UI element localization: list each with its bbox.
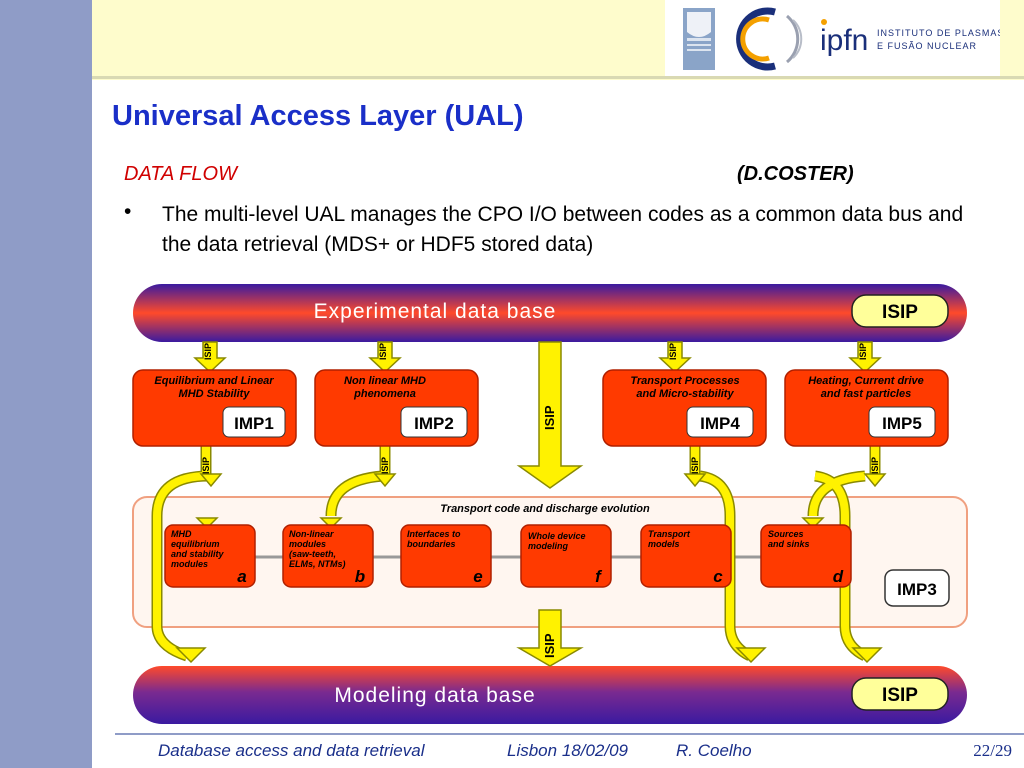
svg-text:MHD Stability: MHD Stability — [179, 388, 251, 400]
ipfn-wordmark: ipfn — [820, 24, 868, 57]
footer-author: R. Coelho — [676, 741, 752, 760]
ist-logo — [683, 8, 715, 70]
imp1-tag: IMP1 — [234, 414, 274, 433]
ipfn-dot — [821, 19, 827, 25]
letter-b: b — [355, 567, 365, 586]
svg-text:phenomena: phenomena — [353, 388, 416, 400]
svg-text:(saw-teeth,: (saw-teeth, — [289, 549, 336, 559]
modeling-database-bus: Modeling data base ISIP — [133, 666, 967, 724]
sub-module-d: Sources and sinks d — [760, 524, 852, 588]
isip-tag-2b: ISIP — [380, 457, 390, 474]
top-isip-badge — [851, 294, 949, 328]
experimental-database-bus: Experimental data base ISIP — [133, 284, 967, 342]
sidebar-band — [0, 0, 92, 768]
imp4-tag: IMP4 — [700, 414, 740, 433]
central-isip-top: ISIP — [542, 405, 557, 430]
imp2-tag: IMP2 — [414, 414, 454, 433]
isip-tag-4b: ISIP — [690, 457, 700, 474]
bullet-marker: • — [124, 200, 132, 223]
letter-c: c — [713, 567, 723, 586]
top-bus-label: Experimental data base — [314, 300, 557, 323]
letter-a: a — [237, 567, 246, 586]
evolution-title: Transport code and discharge evolution — [440, 503, 650, 515]
letter-e: e — [473, 567, 482, 586]
footer-topic: Database access and data retrieval — [158, 741, 425, 760]
sub-module-a: MHD equilibrium and stability modules a — [164, 524, 256, 588]
svg-text:equilibrium: equilibrium — [171, 539, 220, 549]
imp3-tag-box — [884, 569, 950, 607]
ipfn-line1: INSTITUTO DE PLASMAS — [877, 28, 1000, 38]
svg-text:modules: modules — [289, 539, 326, 549]
author-credit: (D.COSTER) — [737, 163, 854, 185]
section-subtitle: DATA FLOW — [124, 163, 237, 185]
svg-text:Interfaces to: Interfaces to — [407, 529, 461, 539]
bottom-bus-label: Modeling data base — [334, 684, 535, 707]
svg-text:modules: modules — [171, 559, 208, 569]
header-divider — [92, 76, 1024, 79]
isip-tag-2: ISIP — [378, 343, 388, 360]
isip-tag-1b: ISIP — [201, 457, 211, 474]
svg-text:models: models — [648, 539, 680, 549]
svg-text:and Micro-stability: and Micro-stability — [636, 388, 734, 400]
isip-tag-1: ISIP — [203, 343, 213, 360]
bottom-isip-label: ISIP — [882, 685, 918, 706]
imp-module-4: Transport Processes and Micro-stability … — [602, 369, 767, 447]
imp-module-1: Equilibrium and Linear MHD Stability IMP… — [132, 369, 297, 447]
letter-f: f — [595, 567, 603, 586]
page-number: 22/29 — [973, 741, 1012, 760]
imp-module-2: Non linear MHD phenomena IMP2 — [314, 369, 479, 447]
central-isip-bottom: ISIP — [542, 633, 557, 658]
isip-tag-5: ISIP — [858, 343, 868, 360]
imp-module-5: Heating, Current drive and fast particle… — [784, 369, 949, 447]
svg-text:ELMs, NTMs): ELMs, NTMs) — [289, 559, 346, 569]
svg-text:Transport Processes: Transport Processes — [630, 375, 739, 387]
sub-module-b: Non-linear modules (saw-teeth, ELMs, NTM… — [282, 524, 374, 588]
footer-date: Lisbon 18/02/09 — [507, 741, 628, 760]
isip-tag-4: ISIP — [668, 343, 678, 360]
svg-text:Non-linear: Non-linear — [289, 529, 334, 539]
svg-text:MHD: MHD — [171, 529, 192, 539]
sub-module-e: Interfaces to boundaries e — [400, 524, 492, 588]
isip-tag-5b: ISIP — [870, 457, 880, 474]
svg-text:and fast particles: and fast particles — [821, 388, 911, 400]
svg-text:boundaries: boundaries — [407, 539, 456, 549]
top-isip-label: ISIP — [882, 302, 918, 323]
isip-down-arrows — [193, 341, 882, 667]
ipfn-line2: E FUSÃO NUCLEAR — [877, 41, 977, 51]
imp3-tag: IMP3 — [897, 580, 937, 599]
svg-text:and sinks: and sinks — [768, 539, 810, 549]
svg-text:modeling: modeling — [528, 541, 569, 551]
svg-text:Non linear MHD: Non linear MHD — [344, 375, 426, 387]
sub-module-c: Transport models c — [640, 524, 732, 588]
svg-text:Equilibrium and Linear: Equilibrium and Linear — [154, 375, 274, 387]
pipe-arrowheads — [175, 473, 887, 664]
slide-title: Universal Access Layer (UAL) — [112, 100, 524, 132]
svg-text:Whole device: Whole device — [528, 531, 586, 541]
footer-divider — [115, 733, 1024, 735]
imp5-tag: IMP5 — [882, 414, 922, 433]
svg-text:Heating, Current drive: Heating, Current drive — [808, 375, 924, 387]
svg-text:Sources: Sources — [768, 529, 804, 539]
letter-d: d — [833, 567, 844, 586]
svg-text:and stability: and stability — [171, 549, 225, 559]
logo-area: ipfn INSTITUTO DE PLASMAS E FUSÃO NUCLEA… — [665, 0, 1003, 76]
svg-text:Transport: Transport — [648, 529, 691, 539]
sub-module-f: Whole device modeling f — [520, 524, 612, 588]
ipfn-emblem — [736, 7, 803, 71]
ual-data-flow-diagram: Experimental data base ISIP Modeling dat… — [132, 284, 968, 724]
bottom-isip-badge — [851, 677, 949, 711]
bullet-text: The multi-level UAL manages the CPO I/O … — [162, 203, 964, 256]
